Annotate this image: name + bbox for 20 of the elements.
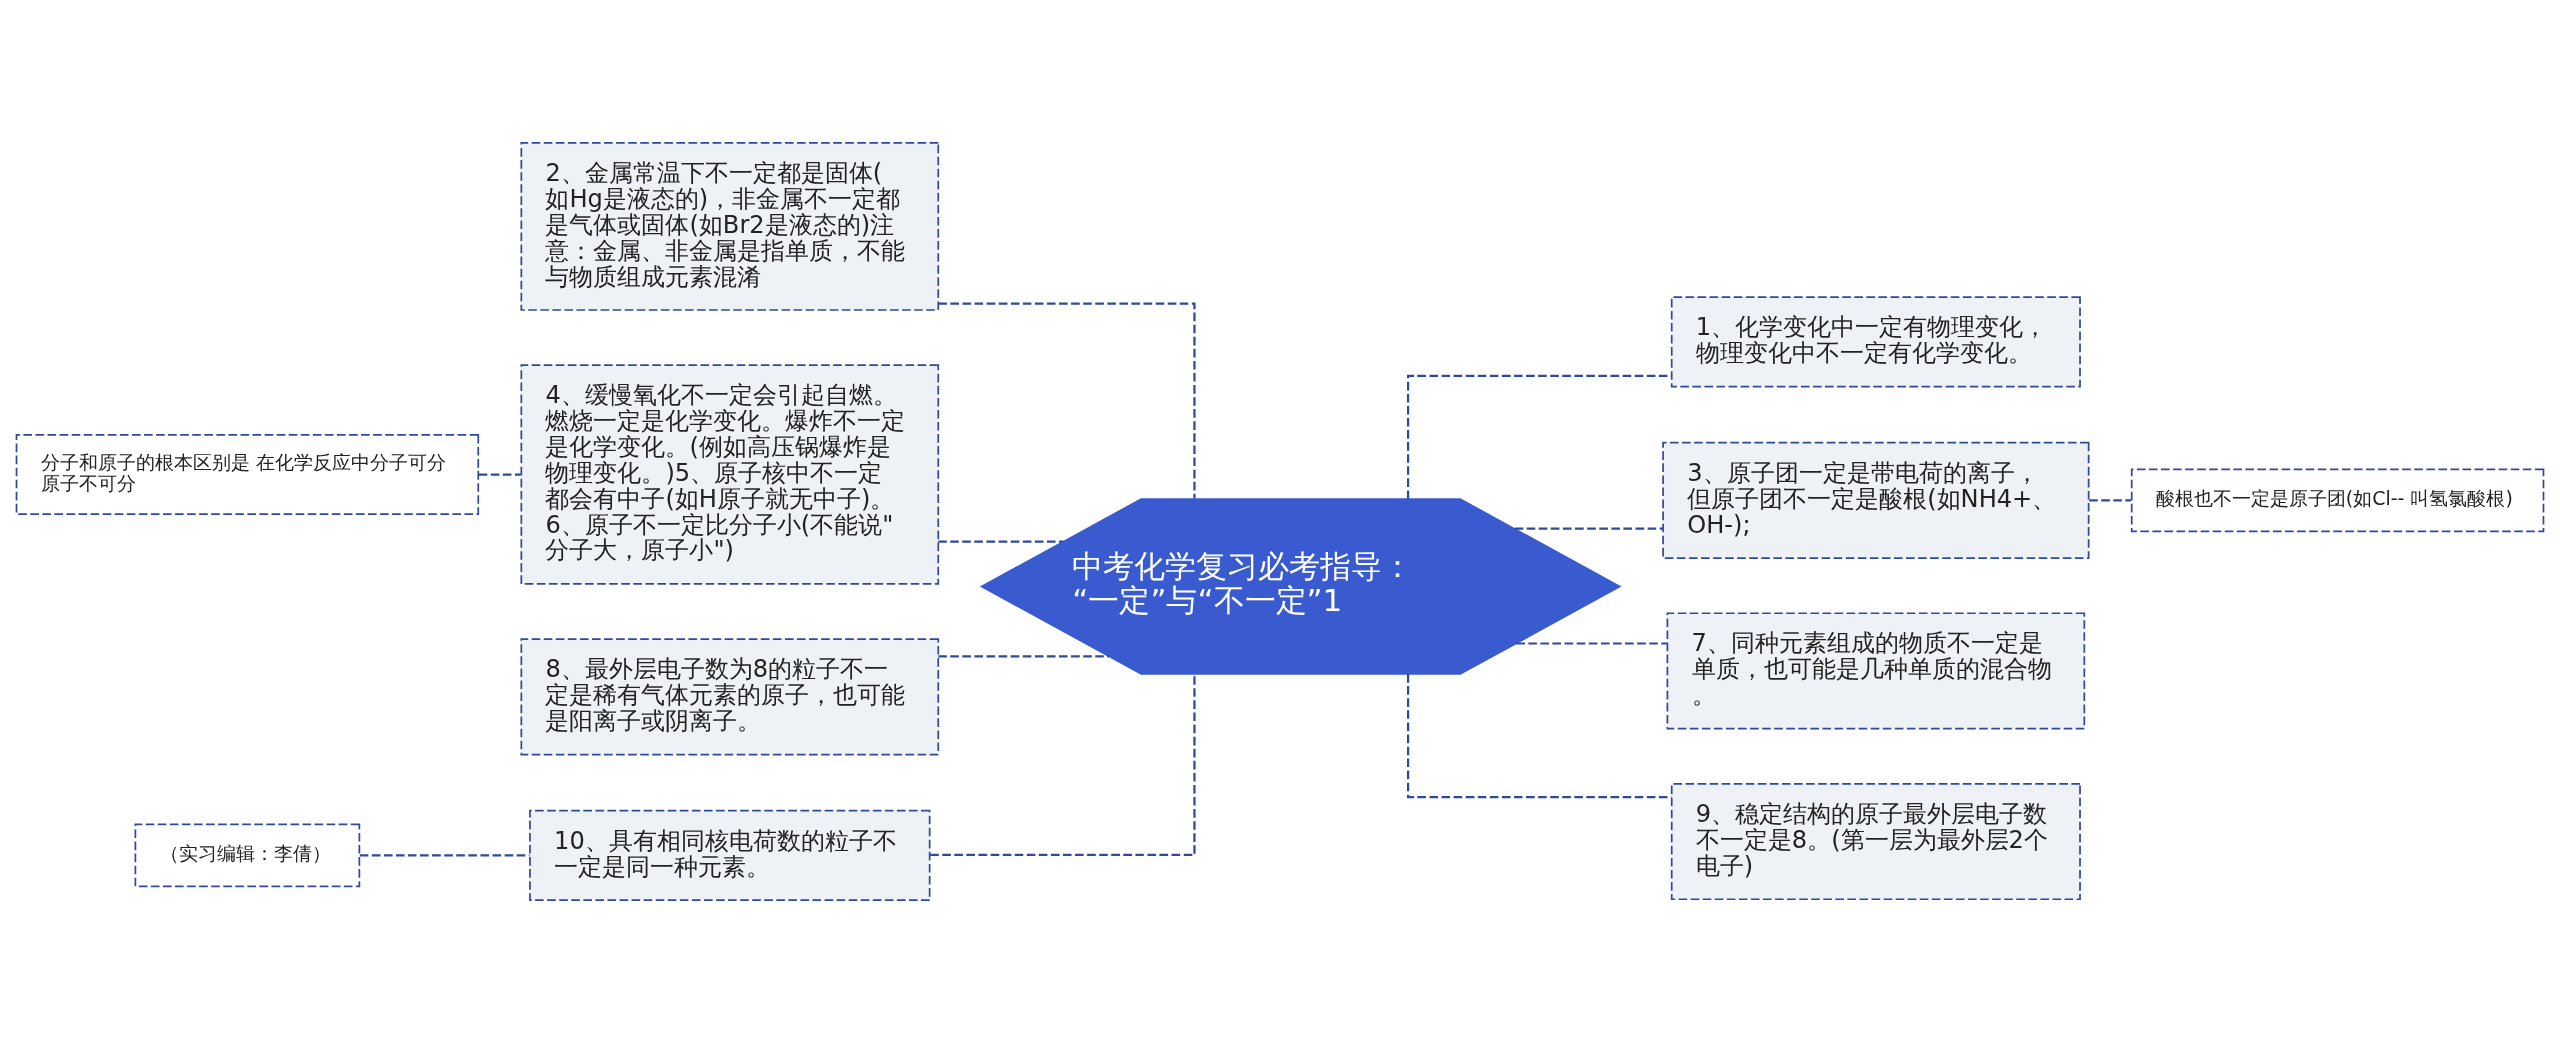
- node-box: 分子和原子的根本区别是 在化学反应中分子可分原子不可分: [15, 433, 480, 515]
- connector: [1516, 641, 1667, 645]
- connector: [938, 301, 1196, 499]
- node-box: 3、原子团一定是带电荷的离子，但原子团不一定是酸根(如NH4+、OH-);: [1662, 441, 2090, 559]
- connector: [930, 673, 1196, 856]
- node-box: 酸根也不一定是原子团(如Cl-- 叫氢氯酸根): [2130, 468, 2545, 532]
- node-box: 4、缓慢氧化不一定会引起自燃。燃烧一定是化学变化。爆炸不一定是化学变化。(例如高压锅爆炸是物理变化。)5、原子核中不一定都会有中子(如H原子就无中子)。6、原子不一定比分子小(不能说"分子大，原子小"): [520, 363, 940, 585]
- node-box: 1、化学变化中一定有物理变化，物理变化中不一定有化学变化。: [1670, 295, 2081, 388]
- connector: [938, 654, 1109, 658]
- node-box: 8、最外层电子数为8的粒子不一定是稀有气体元素的原子，也可能是阳离子或阴离子。: [520, 637, 940, 755]
- connector: [2089, 498, 2132, 501]
- node-box: 2、金属常温下不一定都是固体(如Hg是液态的)，非金属不一定都是气体或固体(如Br2是液态的)注意：金属、非金属是指单质，不能与物质组成元素混淆: [520, 141, 940, 311]
- connector: [1514, 527, 1663, 530]
- node-box: 9、稳定结构的原子最外层电子数不一定是8。(第一层为最外层2个电子): [1670, 782, 2081, 900]
- connector: [359, 853, 530, 856]
- node-box: 10、具有相同核电荷数的粒子不一定是同一种元素。: [529, 809, 931, 901]
- connector: [938, 540, 1064, 543]
- node-box: （实习编辑：李倩）: [134, 822, 361, 887]
- node-box: 7、同种元素组成的物质不一定是单质，也可能是几种单质的混合物。: [1666, 611, 2086, 730]
- connector: [478, 472, 521, 476]
